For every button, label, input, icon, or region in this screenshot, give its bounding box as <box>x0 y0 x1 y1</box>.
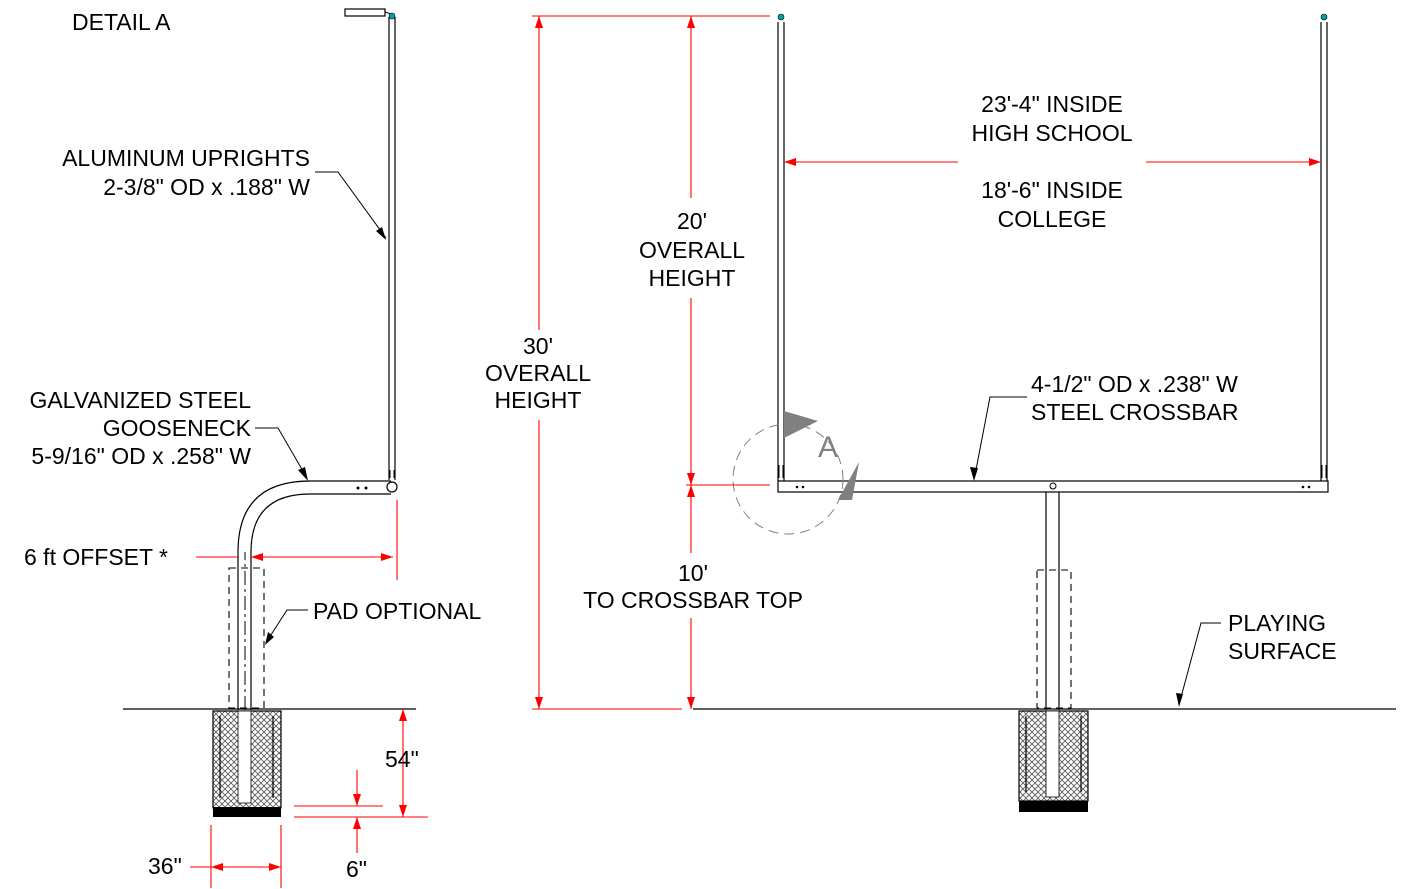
gooseneck <box>237 480 398 710</box>
detail-a-title: DETAIL A <box>72 9 171 35</box>
overall-30-dimension <box>532 15 770 710</box>
overall30-label-1: 30' <box>523 333 553 359</box>
surface-leader <box>1176 622 1221 707</box>
gooseneck-leader <box>255 427 308 481</box>
detail-a-marker: A <box>732 411 859 535</box>
overall30-label-3: HEIGHT <box>495 387 582 413</box>
high-school-label-1: 23'-4" INSIDE <box>981 91 1123 117</box>
pad-label: PAD OPTIONAL <box>313 598 481 624</box>
offset-label: 6 ft OFFSET * <box>24 544 168 570</box>
pad-optional <box>228 567 265 709</box>
gooseneck-label-2: GOOSENECK <box>103 415 252 441</box>
overall20-label-3: HEIGHT <box>649 265 736 291</box>
width-36-label: 36" <box>148 853 182 879</box>
high-school-label-2: HIGH SCHOOL <box>971 120 1132 146</box>
depth-6-dimension <box>294 770 383 853</box>
overall30-label-2: OVERALL <box>485 360 591 386</box>
center-post <box>1045 492 1060 710</box>
crossbar-leader <box>970 396 1027 481</box>
front-view: A <box>485 13 1396 812</box>
crossbar-10-dimension <box>687 485 695 709</box>
left-upright <box>777 13 785 481</box>
surface-label-1: PLAYING <box>1228 610 1326 636</box>
depth-54-dimension <box>294 709 428 818</box>
uprights-leader <box>315 171 387 240</box>
right-upright <box>1320 13 1328 481</box>
college-label-2: COLLEGE <box>998 206 1107 232</box>
side-upright <box>388 17 396 480</box>
uprights-label-1: ALUMINUM UPRIGHTS <box>62 145 310 171</box>
college-label-1: 18'-6" INSIDE <box>981 177 1123 203</box>
uprights-label-2: 2-3/8" OD x .188" W <box>103 174 310 200</box>
front-footing <box>1018 710 1089 812</box>
crossbar-label-2: STEEL CROSSBAR <box>1031 399 1238 425</box>
front-pad <box>1036 569 1072 709</box>
offset-dimension <box>196 500 398 580</box>
crossbar10-label-2: TO CROSSBAR TOP <box>583 587 803 613</box>
pad-leader <box>265 609 308 645</box>
depth-6-label: 6" <box>346 856 367 882</box>
gooseneck-label-3: 5-9/16" OD x .258" W <box>31 443 251 469</box>
crossbar10-label-1: 10' <box>678 560 708 586</box>
depth-54-label: 54" <box>385 746 419 772</box>
detail-a-letter: A <box>818 431 838 464</box>
upright-top-hook <box>344 8 396 20</box>
surface-label-2: SURFACE <box>1228 638 1337 664</box>
inside-width-dimension <box>784 158 1321 166</box>
side-footing <box>212 710 282 817</box>
overall-20-dimension <box>686 16 770 486</box>
gooseneck-label-1: GALVANIZED STEEL <box>29 387 251 413</box>
width-36-dimension <box>190 825 282 888</box>
overall20-label-2: OVERALL <box>639 237 745 263</box>
overall20-label-1: 20' <box>677 208 707 234</box>
crossbar <box>777 480 1329 493</box>
side-view: DETAIL A ALUMINUM UPRIGHTS 2-3/8" OD x .… <box>24 8 481 888</box>
crossbar-label-1: 4-1/2" OD x .238" W <box>1031 371 1238 397</box>
